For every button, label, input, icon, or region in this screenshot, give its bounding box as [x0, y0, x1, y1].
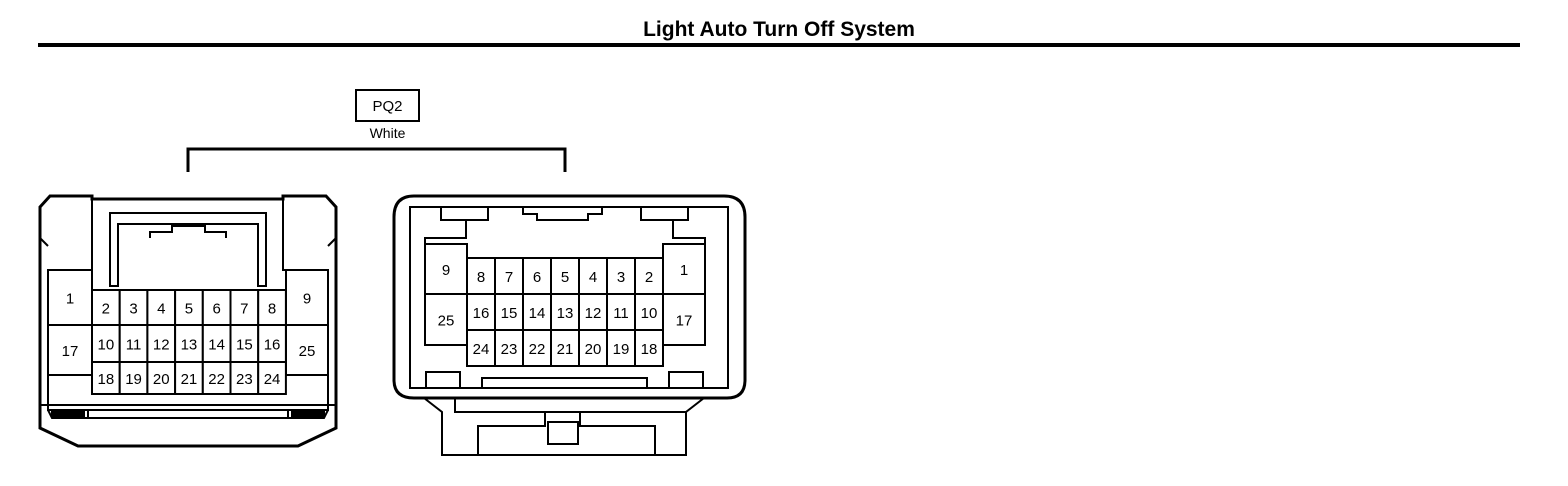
pin-number: 15 [236, 337, 253, 354]
pin-number: 2 [645, 269, 653, 286]
pin-number: 9 [442, 262, 450, 279]
pin-number: 8 [477, 269, 485, 286]
pin-number: 9 [303, 291, 311, 308]
pin-number: 11 [613, 305, 629, 322]
pin-number: 15 [501, 305, 518, 322]
pin-number: 12 [153, 337, 170, 354]
pin-cell [91, 361, 121, 395]
pin-cell [606, 329, 636, 367]
pin-number: 22 [208, 371, 225, 388]
title-rule [38, 43, 1520, 47]
pin-number: 20 [585, 341, 602, 358]
pin-cell [494, 329, 524, 367]
pin-number: 21 [181, 371, 198, 388]
pin-number: 1 [680, 262, 688, 279]
left-connector-housing [38, 194, 338, 448]
pin-number: 24 [264, 371, 281, 388]
pin-number: 10 [641, 305, 658, 322]
pin-number: 23 [236, 371, 253, 388]
pin-cell [550, 329, 580, 367]
connector-color: White [370, 125, 406, 141]
pin-cell [424, 293, 468, 346]
pin-number: 12 [585, 305, 602, 322]
connector-code-box [355, 89, 420, 122]
pin-cell [634, 329, 664, 367]
pin-number: 17 [62, 343, 79, 360]
pin-cell [522, 257, 552, 295]
pin-cell [146, 289, 177, 326]
right-pin-grid: 8 7 6 5 4 3 2 16 15 14 13 12 11 10 24 23 22 21 20 19 18 9 25 1 1… [424, 243, 706, 367]
pin-number: 10 [98, 337, 115, 354]
pin-number: 13 [181, 337, 198, 354]
pin-number: 5 [561, 269, 569, 286]
page-title: Light Auto Turn Off System [643, 18, 915, 41]
pin-cell [285, 269, 329, 326]
connector-label: PQ2 White [355, 89, 420, 141]
pin-cell [550, 257, 580, 295]
pin-number: 3 [129, 301, 137, 318]
pin-number: 6 [212, 301, 220, 318]
pin-number: 5 [185, 301, 193, 318]
pin-number: 19 [613, 341, 630, 358]
pin-number: 24 [473, 341, 490, 358]
pin-number: 11 [126, 337, 142, 354]
pin-number: 14 [529, 305, 546, 322]
pin-number: 13 [557, 305, 574, 322]
pin-number: 2 [102, 301, 110, 318]
pin-number: 6 [533, 269, 541, 286]
view-bracket [186, 147, 567, 172]
pin-number: 14 [208, 337, 225, 354]
pin-cell [229, 289, 260, 326]
pin-number: 7 [505, 269, 513, 286]
pin-number: 25 [438, 313, 455, 330]
pin-number: 18 [98, 371, 115, 388]
pin-cell [424, 243, 468, 295]
pin-cell [466, 329, 496, 367]
connector-code: PQ2 [372, 98, 402, 115]
pin-cell [285, 324, 329, 376]
pin-cell [47, 269, 93, 326]
pin-number: 3 [617, 269, 625, 286]
pin-number: 17 [676, 313, 693, 330]
pin-cell [257, 289, 287, 326]
pin-number: 4 [589, 269, 597, 286]
pin-number: 25 [299, 343, 316, 360]
pin-cell [578, 329, 608, 367]
pin-cell [662, 293, 706, 346]
pin-cell [174, 361, 204, 395]
pin-cell [257, 361, 287, 395]
pin-number: 1 [66, 291, 74, 308]
pin-cell [47, 324, 93, 376]
pin-number: 21 [557, 341, 574, 358]
pin-number: 16 [264, 337, 281, 354]
pin-number: 20 [153, 371, 170, 388]
pin-number: 23 [501, 341, 518, 358]
pin-number: 18 [641, 341, 658, 358]
pin-number: 19 [125, 371, 142, 388]
pin-number: 8 [268, 301, 276, 318]
pin-number: 4 [157, 301, 165, 318]
pin-number: 22 [529, 341, 546, 358]
pin-cell [578, 257, 608, 295]
pin-number: 7 [240, 301, 248, 318]
pin-number: 16 [473, 305, 490, 322]
